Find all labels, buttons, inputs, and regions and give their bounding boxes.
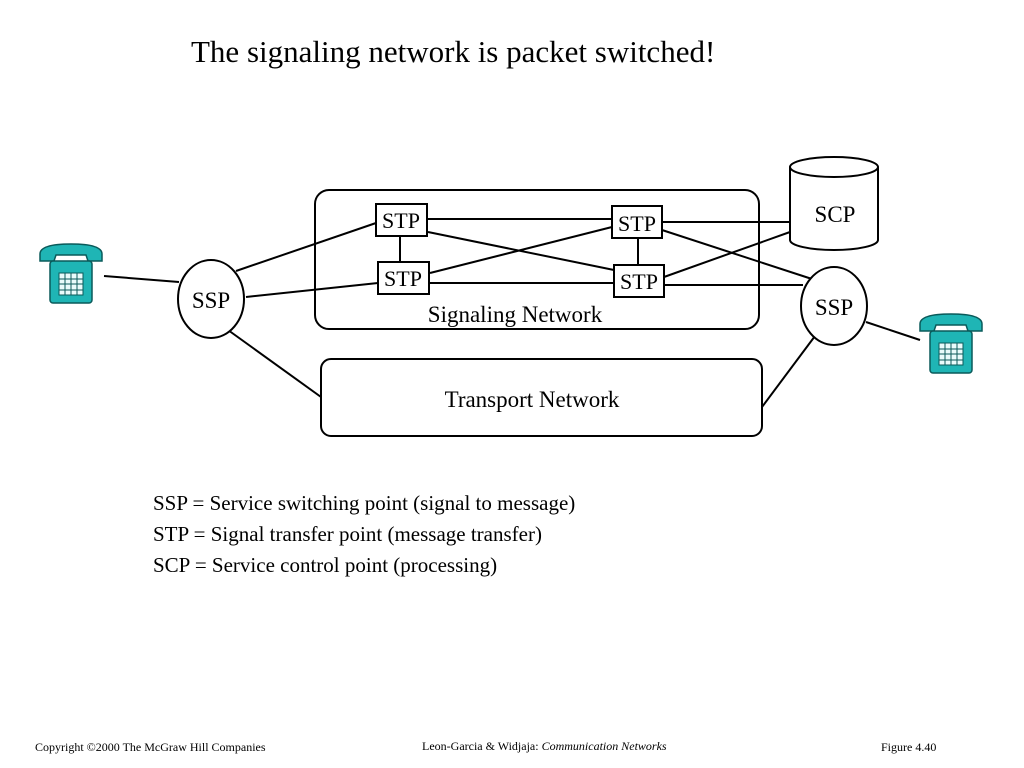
- telephone-icon-left: [39, 243, 103, 304]
- signaling-network-box: [314, 189, 760, 330]
- scp-label: SCP: [815, 202, 856, 227]
- footer-authors: Leon-Garcia & Widjaja:: [422, 739, 539, 753]
- footer-figure-number: Figure 4.40: [881, 740, 937, 754]
- stp-label-bottom-left: STP: [384, 266, 422, 291]
- legend-stp: STP = Signal transfer point (message tra…: [153, 522, 542, 546]
- ssp-left-label: SSP: [192, 288, 230, 313]
- footer-citation: Leon-Garcia & Widjaja: Communication Net…: [422, 739, 667, 754]
- link-phone-left-ssp: [103, 275, 180, 283]
- link-ssp-left-stp1: [235, 222, 377, 272]
- link-ssp-left-stp2: [245, 282, 379, 298]
- stp-label-top-left: STP: [382, 208, 420, 233]
- ssp-right-node: [800, 266, 868, 346]
- stp-box-top-left: [375, 203, 428, 237]
- link-ssp-left-transport: [227, 329, 322, 398]
- ssp-right-label: SSP: [815, 295, 853, 320]
- footer-copyright: Copyright ©2000 The McGraw Hill Companie…: [35, 740, 266, 754]
- legend-scp: SCP = Service control point (processing): [153, 553, 498, 577]
- link-stp4-scp: [663, 231, 791, 278]
- link-stp2-stp3: [429, 226, 613, 274]
- transport-network-box: [320, 358, 763, 437]
- stp-box-bottom-left: [377, 261, 430, 295]
- link-ssp-right-transport: [761, 335, 816, 408]
- stp-box-bottom-right: [613, 264, 665, 298]
- scp-database-icon: [789, 156, 879, 251]
- footer-book-title: Communication Networks: [541, 739, 667, 753]
- slide-title: The signaling network is packet switched…: [191, 34, 716, 69]
- ssp-left-node: [177, 259, 245, 339]
- stp-label-top-right: STP: [618, 211, 656, 236]
- legend-ssp: SSP = Service switching point (signal to…: [153, 491, 576, 515]
- signaling-network-label: Signaling Network: [428, 302, 603, 327]
- telephone-icon-right: [919, 313, 983, 374]
- stp-box-top-right: [611, 205, 663, 239]
- stp-label-bottom-right: STP: [620, 269, 658, 294]
- link-ssp-right-phone: [865, 321, 921, 341]
- transport-network-label: Transport Network: [445, 387, 620, 412]
- link-stp3-ssp-right: [661, 229, 813, 280]
